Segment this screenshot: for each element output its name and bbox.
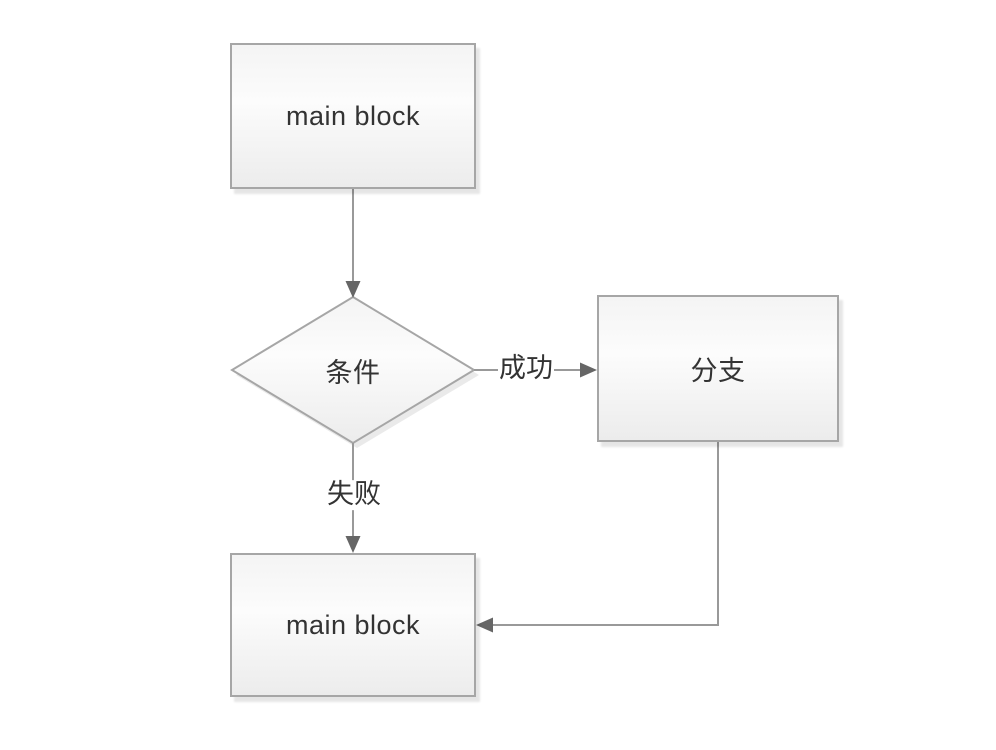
node-main-block-bottom-label: main block bbox=[285, 609, 421, 640]
node-main-block-top[interactable]: main block bbox=[230, 43, 476, 189]
node-main-block-top-label: main block bbox=[285, 100, 421, 131]
arrowhead-left-bottom bbox=[476, 617, 493, 633]
connector-branch-to-bottom[interactable] bbox=[492, 442, 719, 626]
node-condition-diamond[interactable] bbox=[230, 295, 476, 445]
arrowhead-down-condition bbox=[345, 281, 361, 298]
node-branch-label: 分支 bbox=[690, 356, 746, 386]
arrowhead-down-bottom bbox=[345, 536, 361, 553]
arrowhead-right-branch bbox=[580, 362, 597, 378]
edge-label-success: 成功 bbox=[498, 353, 554, 384]
node-branch[interactable]: 分支 bbox=[597, 295, 839, 442]
edge-label-failure: 失败 bbox=[326, 479, 382, 510]
node-main-block-bottom[interactable]: main block bbox=[230, 553, 476, 697]
